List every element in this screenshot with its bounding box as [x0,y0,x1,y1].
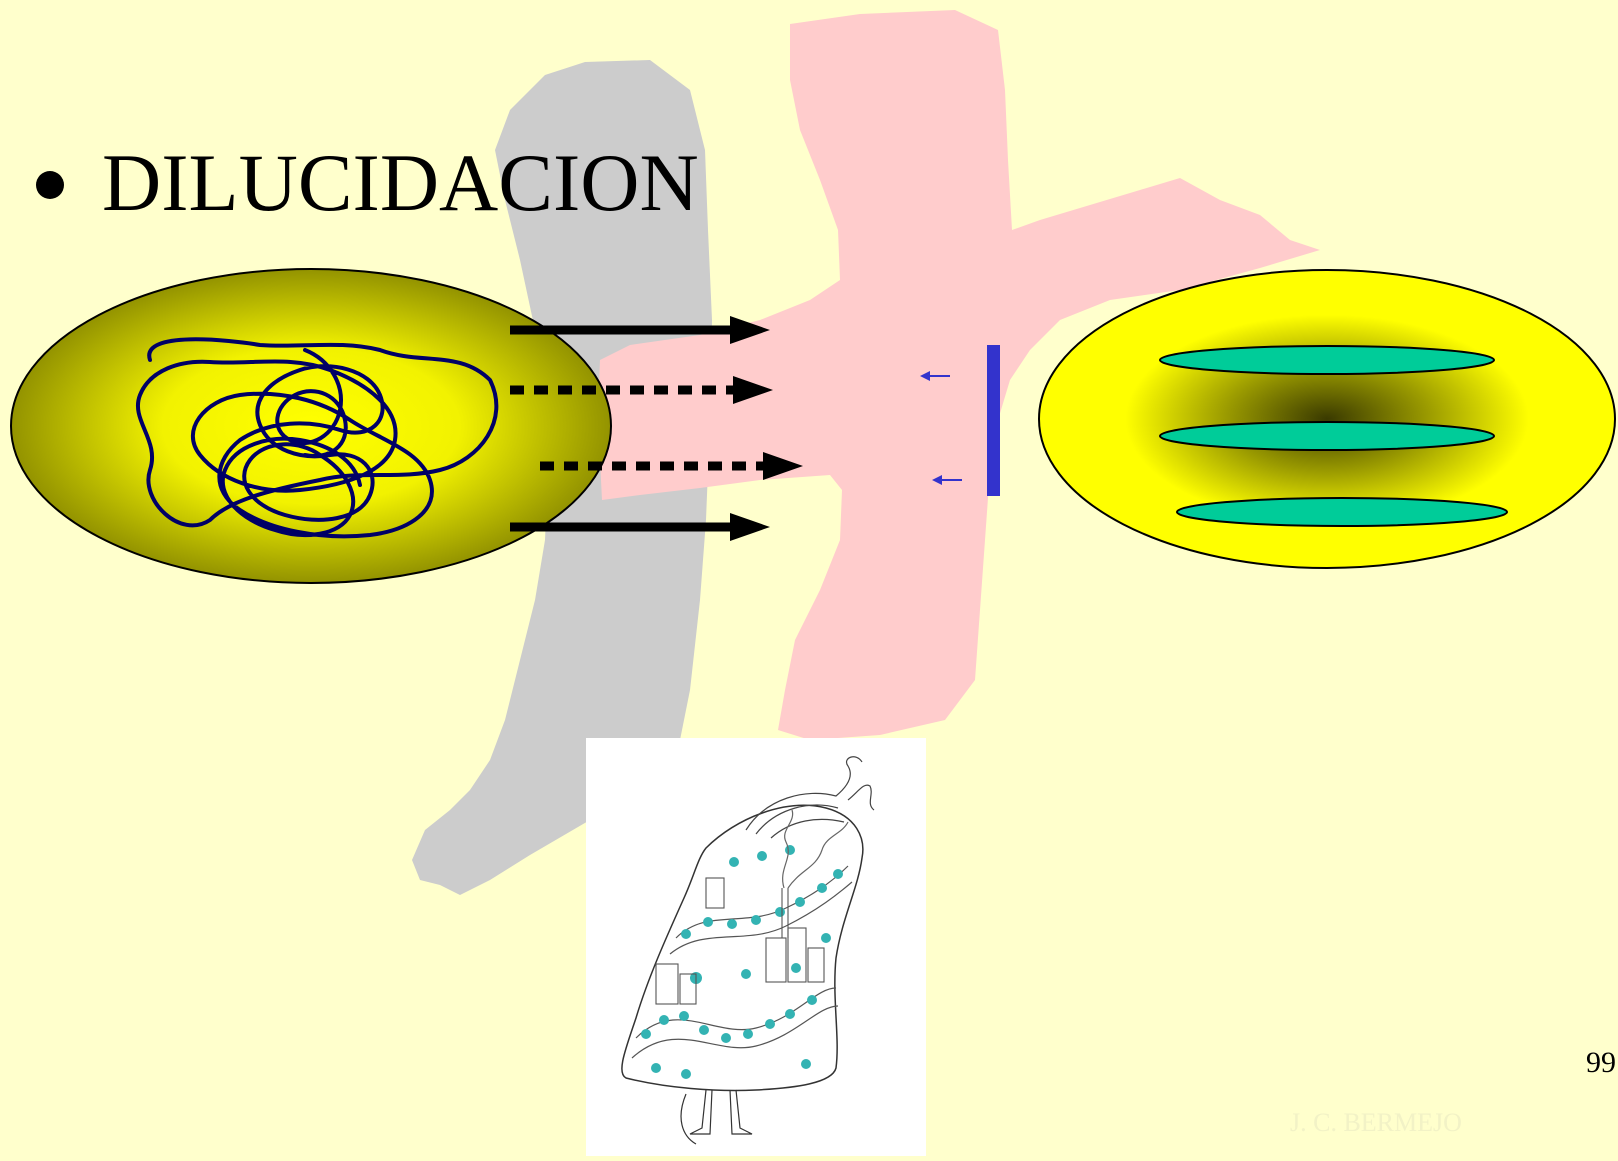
author-watermark: J. C. BERMEJO [1290,1108,1462,1137]
page-number: 99 [1586,1046,1616,1079]
cloak-outline [621,804,864,1092]
city-cloak-illustration [586,738,926,1156]
small-blue-arrow-upper [920,371,950,381]
city-cloak-drawing [621,756,875,1145]
dotted-arrow-lower [540,452,803,480]
bullet-dot-icon [36,171,64,200]
right-ellipse [1038,269,1616,569]
small-blue-arrow-lower [932,475,962,485]
tangled-scribble [136,337,499,539]
teal-layer-top [1159,345,1495,375]
bullet-text: DILUCIDACION [102,137,699,228]
teal-layer-middle [1159,421,1495,451]
solid-arrow-bottom [510,513,770,541]
blue-barrier [987,345,1000,496]
teal-layer-bottom [1176,497,1508,527]
pink-arm-shape [598,10,1320,740]
dotted-arrow-upper [510,376,773,404]
left-ellipse [10,268,612,584]
solid-arrow-top [510,316,770,344]
bullet-item: DILUCIDACION [36,142,699,224]
